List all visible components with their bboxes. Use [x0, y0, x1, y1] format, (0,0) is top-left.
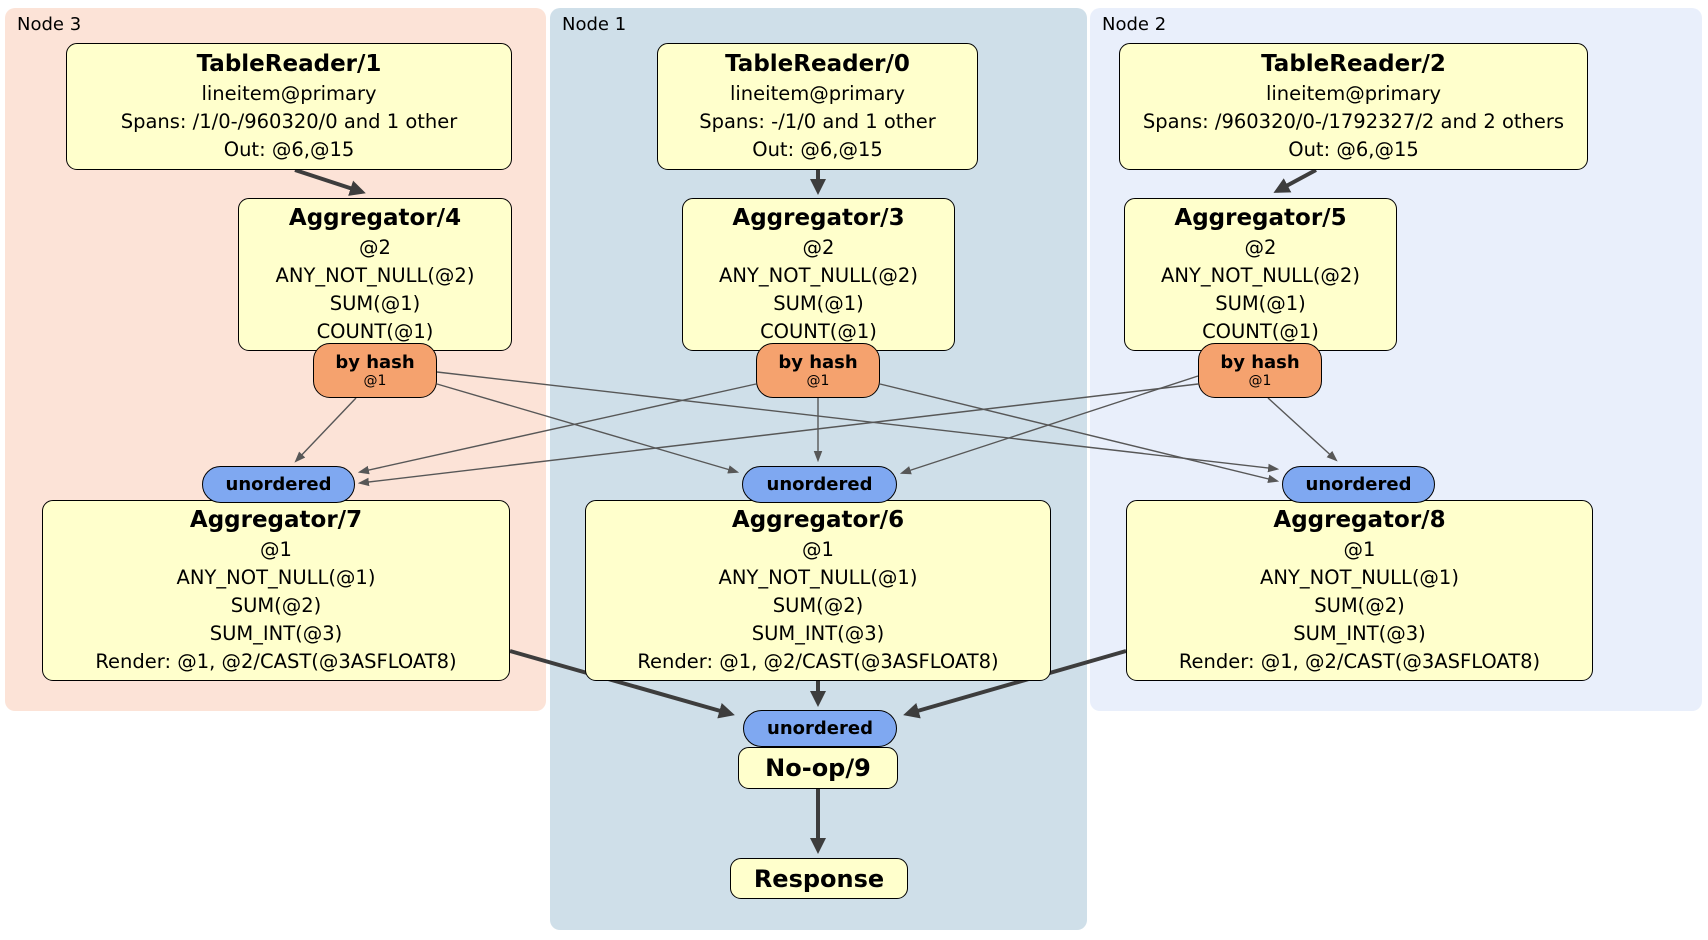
processor-detail: lineitem@primary	[201, 82, 377, 105]
region-node-3-label: Node 3	[17, 14, 82, 35]
region-node-1-label: Node 1	[562, 14, 627, 35]
synchronizer-unordered-left: unordered	[202, 466, 355, 503]
processor-title: TableReader/0	[725, 51, 910, 77]
processor-detail: Out: @6,@15	[1288, 138, 1419, 161]
processor-aggregator-7: Aggregator/7 @1 ANY_NOT_NULL(@1) SUM(@2)…	[42, 500, 510, 681]
processor-detail: lineitem@primary	[1265, 82, 1442, 105]
processor-detail: Spans: /1/0-/960320/0 and 1 other	[120, 110, 458, 133]
processor-detail: ANY_NOT_NULL(@1)	[1260, 566, 1459, 589]
edge-hash3-sync8	[879, 383, 1280, 484]
processor-detail: SUM(@1)	[773, 292, 864, 315]
processor-detail: COUNT(@1)	[1202, 320, 1319, 343]
processor-detail: SUM_INT(@3)	[1293, 622, 1426, 645]
processor-detail: @1	[1343, 538, 1376, 561]
processor-detail: ANY_NOT_NULL(@1)	[718, 566, 918, 589]
processor-noop-9: No-op/9	[738, 747, 898, 789]
processor-title: Aggregator/3	[732, 205, 905, 231]
edge-hash5-sync8	[1267, 397, 1338, 462]
processor-aggregator-5: Aggregator/5 @2 ANY_NOT_NULL(@2) SUM(@1)…	[1124, 198, 1397, 351]
edge-hash5-sync6	[899, 375, 1199, 475]
processor-detail: SUM(@1)	[1215, 292, 1306, 315]
processor-title: Aggregator/7	[189, 507, 363, 533]
router-detail: @1	[1248, 372, 1272, 389]
processor-detail: @1	[260, 538, 292, 561]
processor-detail: COUNT(@1)	[316, 320, 434, 343]
processor-title: Response	[753, 864, 885, 893]
edge-agg8-sync9	[903, 649, 1127, 719]
processor-detail: SUM_INT(@3)	[209, 622, 343, 645]
router-label: by hash	[778, 351, 858, 373]
processor-detail: @2	[1244, 236, 1277, 259]
processor-detail: ANY_NOT_NULL(@1)	[176, 566, 376, 589]
processor-detail: Out: @6,@15	[752, 138, 883, 161]
processor-tablereader-0: TableReader/0 lineitem@primary Spans: -/…	[657, 43, 978, 170]
processor-title: TableReader/2	[1261, 51, 1446, 77]
router-detail: @1	[363, 372, 387, 389]
router-by-hash-5: by hash @1	[1198, 343, 1322, 398]
processor-aggregator-6: Aggregator/6 @1 ANY_NOT_NULL(@1) SUM(@2)…	[585, 500, 1051, 681]
processor-detail: ANY_NOT_NULL(@2)	[275, 264, 475, 287]
processor-detail: SUM(@2)	[230, 594, 322, 617]
processor-title: Aggregator/6	[731, 507, 905, 533]
processor-detail: @2	[802, 236, 835, 259]
processor-detail: Spans: -/1/0 and 1 other	[699, 110, 936, 133]
edge-hash5-sync7	[357, 383, 1199, 487]
processor-detail: SUM(@2)	[1314, 594, 1405, 617]
synchronizer-unordered-middle: unordered	[742, 466, 897, 503]
edge-agg7-sync9	[509, 649, 735, 719]
response-node: Response	[730, 858, 908, 899]
router-label: by hash	[335, 351, 415, 373]
edge-tr1-agg4	[294, 168, 366, 196]
processor-detail: Spans: /960320/0-/1792327/2 and 2 others	[1142, 110, 1565, 133]
processor-title: Aggregator/4	[288, 205, 462, 231]
processor-aggregator-4: Aggregator/4 @2 ANY_NOT_NULL(@2) SUM(@1)…	[238, 198, 512, 351]
processor-title: Aggregator/5	[1174, 205, 1347, 231]
edge-hash4-sync8	[436, 371, 1280, 473]
processor-detail: SUM_INT(@3)	[751, 622, 885, 645]
processor-detail: COUNT(@1)	[760, 320, 877, 343]
router-by-hash-4: by hash @1	[313, 343, 437, 398]
processor-detail: Render: @1, @2/CAST(@3ASFLOAT8)	[637, 650, 999, 673]
processor-detail: SUM(@2)	[772, 594, 864, 617]
processor-title: No-op/9	[765, 754, 871, 782]
router-label: by hash	[1220, 351, 1300, 373]
router-by-hash-3: by hash @1	[756, 343, 880, 398]
processor-detail: lineitem@primary	[729, 82, 906, 105]
edge-tr2-agg5	[1273, 168, 1317, 193]
region-node-2-label: Node 2	[1102, 14, 1167, 35]
processor-detail: Render: @1, @2/CAST(@3ASFLOAT8)	[1178, 650, 1541, 673]
processor-aggregator-8: Aggregator/8 @1 ANY_NOT_NULL(@1) SUM(@2)…	[1126, 500, 1593, 681]
processor-title: Aggregator/8	[1273, 507, 1446, 533]
router-detail: @1	[806, 372, 830, 389]
edge-hash4-sync7	[294, 397, 357, 463]
processor-aggregator-3: Aggregator/3 @2 ANY_NOT_NULL(@2) SUM(@1)…	[682, 198, 955, 351]
edge-hash4-sync6	[436, 383, 740, 474]
edge-hash3-sync7	[357, 383, 757, 475]
processor-detail: Out: @6,@15	[223, 138, 355, 161]
processor-detail: Render: @1, @2/CAST(@3ASFLOAT8)	[95, 650, 457, 673]
processor-detail: ANY_NOT_NULL(@2)	[1161, 264, 1360, 287]
synchronizer-unordered-right: unordered	[1282, 466, 1435, 503]
synchronizer-unordered-final: unordered	[743, 710, 897, 747]
processor-detail: ANY_NOT_NULL(@2)	[719, 264, 918, 287]
processor-tablereader-1: TableReader/1 lineitem@primary Spans: /1…	[66, 43, 512, 170]
processor-detail: SUM(@1)	[329, 292, 421, 315]
processor-tablereader-2: TableReader/2 lineitem@primary Spans: /9…	[1119, 43, 1588, 170]
processor-detail: @2	[359, 236, 391, 259]
processor-title: TableReader/1	[196, 51, 382, 77]
processor-detail: @1	[802, 538, 834, 561]
